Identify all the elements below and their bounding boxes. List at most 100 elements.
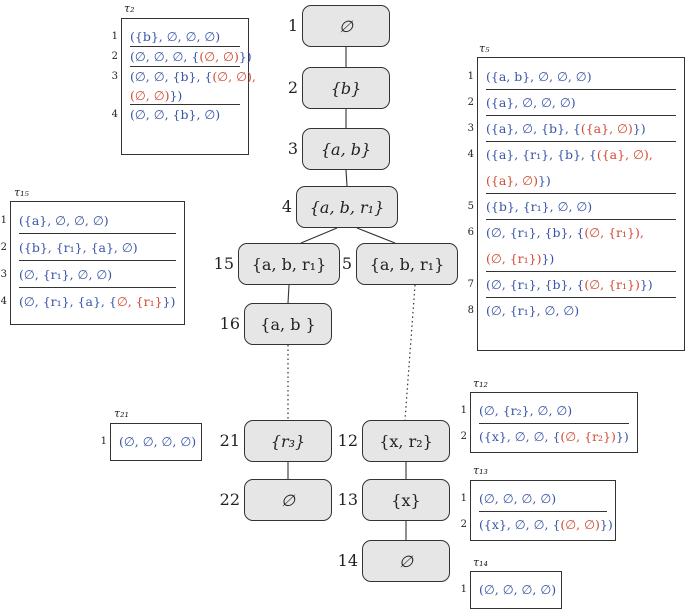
- table-row: 4 (∅, ∅, {b}, ∅): [112, 105, 248, 125]
- tuple-segment: ({a}, ∅, ∅, ∅): [19, 212, 109, 228]
- row-number: 6: [467, 227, 474, 238]
- row-number: 7: [467, 279, 474, 290]
- row-number: 3: [467, 123, 474, 134]
- row-separator: [486, 193, 676, 194]
- node-12: {x, r₂}: [362, 420, 450, 462]
- table-τ14: 1(∅, ∅, ∅, ∅): [461, 571, 562, 609]
- row-text: (∅, ∅)}): [130, 88, 182, 103]
- node-16-id: 16: [219, 314, 240, 333]
- table-τ5: 1({a, b}, ∅, ∅, ∅) 2 ({a}, ∅, ∅, ∅) 3 ({a}, …: [468, 57, 685, 351]
- table-τ2: 1 ({b}, ∅, ∅, ∅) 2(∅, ∅, ∅, {(∅, ∅)})3(∅, …: [112, 18, 256, 155]
- node-5-id: 5: [341, 254, 352, 273]
- tuple-segment: (∅, {r₁}, {b}, {: [486, 277, 585, 292]
- row-separator: [479, 511, 607, 512]
- tuple-segment: }): [639, 277, 653, 292]
- tuple-segment: ({b}, {r₁}, {a}, ∅): [19, 239, 138, 255]
- row-text: ({b}, ∅, ∅, ∅): [130, 29, 220, 44]
- node-4-id: 4: [281, 197, 292, 216]
- table-τ21-label: τ₂₁: [114, 407, 129, 420]
- witness-segment: ∅, {r₁}: [116, 293, 163, 309]
- row-text: ({b}, {r₁}, ∅, ∅): [486, 199, 592, 214]
- node-16: {a, b }: [244, 303, 332, 345]
- witness-segment: ({a}, ∅): [580, 121, 633, 136]
- node-13-label: {x}: [391, 490, 421, 510]
- node-22: ∅: [244, 479, 332, 521]
- table-τ13: 1(∅, ∅, ∅, ∅)2({x}, ∅, ∅, {(∅, ∅)}): [461, 480, 616, 541]
- node-2-label: {b}: [330, 78, 362, 98]
- tuple-segment: }): [632, 121, 646, 136]
- row-text: (∅, ∅, ∅, ∅): [479, 491, 556, 506]
- edge-4-15: [300, 227, 338, 244]
- row-number: 4: [111, 109, 118, 120]
- row-text: (∅, ∅, ∅, {(∅, ∅)}): [130, 49, 252, 64]
- row-text: ({a}, ∅, ∅, ∅): [19, 213, 109, 228]
- table-τ21: 1(∅, ∅, ∅, ∅): [101, 423, 202, 461]
- node-21-id: 21: [219, 431, 240, 450]
- table-row: 2(∅, ∅, ∅, {(∅, ∅)}): [112, 47, 252, 67]
- tuple-segment: (∅, {r₁}, ∅, ∅): [19, 266, 113, 282]
- row-separator: [19, 233, 176, 234]
- node-5: {a, b, r₁}: [356, 243, 458, 285]
- node-12-label: {x, r₂}: [379, 431, 433, 451]
- row-separator: [486, 115, 676, 116]
- table-row: 3(∅, {r₁}, ∅, ∅): [1, 261, 184, 288]
- row-text: ({a}, ∅, {b}, {({a}, ∅)}): [486, 121, 646, 136]
- table-row: 2({x}, ∅, ∅, {(∅, ∅)}): [461, 512, 615, 538]
- row-text: (∅, {r₁}, ∅, ∅): [19, 267, 112, 282]
- witness-segment: (∅, {r₁}): [584, 277, 640, 292]
- node-15: {a, b, r₁}: [238, 243, 340, 285]
- edge-5-12: [404, 284, 416, 421]
- table-row: 2 ({b}, {r₁}, {a}, ∅): [1, 234, 184, 261]
- node-15-label: {a, b, r₁}: [251, 254, 327, 274]
- tuple-segment: ({b}, {r₁}, ∅, ∅): [486, 199, 593, 214]
- table-row: 2({x}, ∅, ∅, {(∅, {r₂})}): [461, 424, 637, 450]
- row-text: (∅, ∅, ∅, ∅): [479, 582, 556, 597]
- node-22-id: 22: [219, 490, 240, 509]
- node-22-label: ∅: [281, 490, 295, 510]
- node-13-id: 13: [337, 490, 358, 509]
- row-number: 2: [467, 97, 474, 108]
- node-16-label: {a, b }: [260, 314, 316, 334]
- row-separator: [486, 219, 676, 220]
- row-text: ({a}, ∅)}): [486, 173, 551, 188]
- node-15-id: 15: [213, 254, 234, 273]
- table-row: 2 ({a}, ∅, ∅, ∅): [468, 90, 684, 116]
- row-number: 1: [100, 436, 107, 447]
- node-2-id: 2: [287, 78, 298, 97]
- tuple-segment: (∅, {r₂}, ∅, ∅): [479, 403, 573, 418]
- node-21: {r₃}: [244, 420, 332, 462]
- table-row: 6(∅, {r₁}, {b}, {(∅, {r₁}),(∅, {r₁})}): [468, 220, 684, 272]
- table-row: 3(∅, ∅, {b}, {(∅, ∅),(∅, ∅)}): [112, 67, 256, 105]
- row-separator: [130, 66, 240, 67]
- row-number: 2: [460, 431, 467, 442]
- row-number: 5: [467, 201, 474, 212]
- table-row: 3 ({a}, ∅, {b}, {({a}, ∅)}): [468, 116, 684, 142]
- table-row: 1({a, b}, ∅, ∅, ∅): [468, 64, 684, 90]
- row-text: (∅, ∅, {b}, ∅): [130, 107, 220, 122]
- row-number: 1: [460, 405, 467, 416]
- node-21-label: {r₃}: [270, 431, 306, 451]
- row-separator: [479, 423, 629, 424]
- witness-segment: (∅, ∅): [560, 517, 600, 532]
- table-row: 1(∅, ∅, ∅, ∅): [101, 429, 201, 455]
- tuple-segment: }): [162, 293, 176, 309]
- table-row: 4({a}, {r₁}, {b}, {({a}, ∅),({a}, ∅)}): [468, 142, 684, 194]
- row-separator: [19, 287, 176, 288]
- node-4-label: {a, b, r₁}: [309, 197, 385, 217]
- tuple-segment: ({a}, {r₁}, {b}, {: [486, 147, 597, 162]
- table-row: 8(∅, {r₁}, ∅, ∅): [468, 298, 684, 324]
- node-14-label: ∅: [399, 551, 413, 571]
- row-number: 2: [0, 241, 7, 253]
- table-τ12-label: τ₁₂: [473, 377, 488, 390]
- tuple-segment: }): [169, 87, 183, 103]
- row-number: 1: [111, 31, 118, 42]
- edge-4-5: [356, 227, 396, 244]
- row-separator: [19, 260, 176, 261]
- row-text: ({a}, ∅, ∅, ∅): [486, 95, 576, 110]
- tuple-segment: }): [599, 517, 613, 532]
- node-2: {b}: [302, 67, 390, 109]
- node-1-id: 1: [287, 16, 298, 35]
- row-text: (∅, {r₁}, {b}, {(∅, {r₁}),: [486, 225, 644, 240]
- table-row: 1({a}, ∅, ∅, ∅): [1, 207, 184, 234]
